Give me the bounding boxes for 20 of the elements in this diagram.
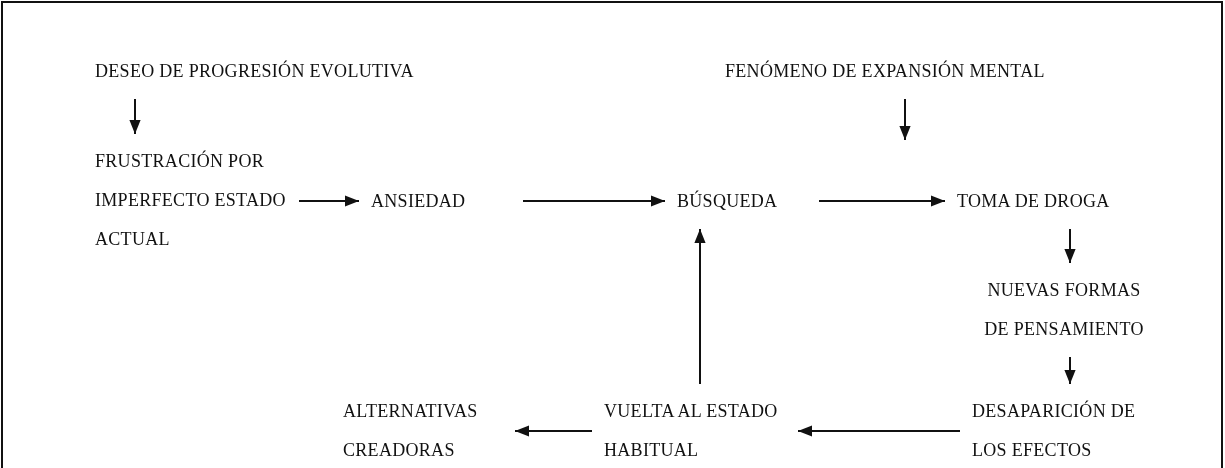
arrow xyxy=(298,195,360,207)
node-label: VUELTA AL ESTADO HABITUAL xyxy=(604,392,786,468)
arrow xyxy=(129,98,141,135)
node-label: ANSIEDAD xyxy=(371,182,511,221)
node-label: FRUSTRACIÓN POR IMPERFECTO ESTADO ACTUAL xyxy=(95,142,287,259)
arrow xyxy=(514,425,593,437)
node-label: NUEVAS FORMAS DE PENSAMIENTO xyxy=(978,271,1150,349)
arrow xyxy=(1064,228,1076,264)
arrow xyxy=(522,195,666,207)
arrow xyxy=(899,98,911,141)
node-label: FENÓMENO DE EXPANSIÓN MENTAL xyxy=(725,52,1145,91)
node-label: BÚSQUEDA xyxy=(677,182,807,221)
node-label: TOMA DE DROGA xyxy=(957,182,1167,221)
node-label: ALTERNATIVAS CREADORAS xyxy=(343,392,503,468)
node-label: DESAPARICIÓN DE LOS EFECTOS xyxy=(972,392,1152,468)
arrow xyxy=(818,195,946,207)
arrow xyxy=(694,228,706,385)
arrow xyxy=(1064,356,1076,385)
node-label: DESEO DE PROGRESIÓN EVOLUTIVA xyxy=(95,52,455,91)
arrow xyxy=(797,425,961,437)
